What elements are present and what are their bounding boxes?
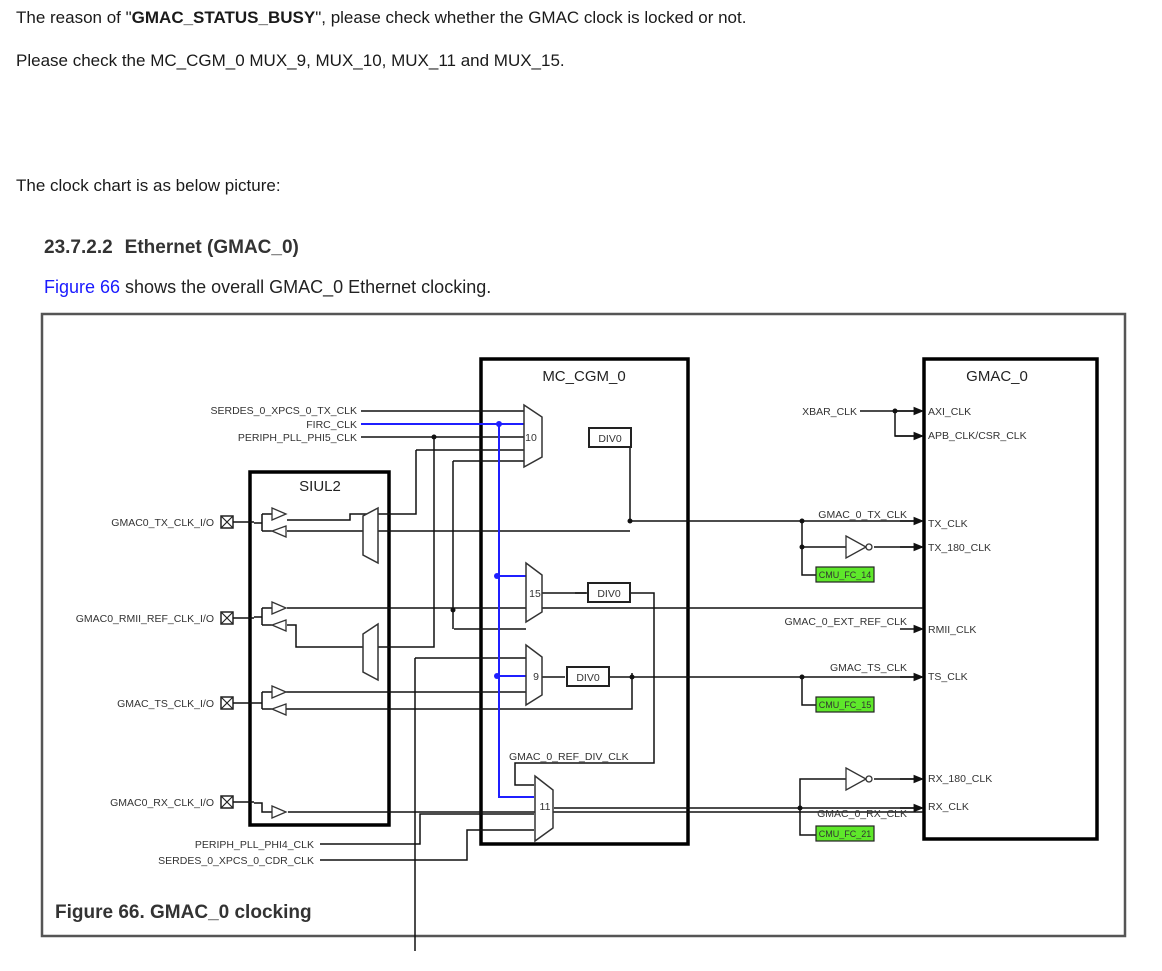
mux-number: 9 — [533, 671, 539, 683]
gmac-port: RX_180_CLK — [928, 773, 992, 785]
signal-label: GMAC_0_REF_DIV_CLK — [509, 751, 629, 763]
divider-label: DIV0 — [576, 672, 600, 684]
input-label: FIRC_CLK — [306, 419, 357, 431]
monitor-label: CMU_FC_15 — [819, 700, 872, 710]
muxes — [362, 403, 554, 843]
siul-mux-tx — [362, 506, 379, 565]
signal-label: XBAR_CLK — [802, 406, 857, 418]
intro-text: shows the overall GMAC_0 Ethernet clocki… — [120, 277, 492, 297]
divider-label: DIV0 — [597, 588, 621, 600]
mux-number: 15 — [529, 588, 541, 600]
pad-label: GMAC_TS_CLK_I/O — [117, 698, 214, 710]
gmac-title: GMAC_0 — [966, 368, 1028, 385]
status-code: GMAC_STATUS_BUSY — [131, 8, 316, 27]
firc-wires — [361, 423, 534, 798]
signal-label: GMAC_0_EXT_REF_CLK — [784, 616, 907, 628]
junction-dot — [494, 673, 500, 679]
figure-caption: Figure 66. GMAC_0 clocking — [55, 902, 312, 923]
input-label: PERIPH_PLL_PHI5_CLK — [238, 432, 357, 444]
mux-number: 10 — [525, 432, 537, 444]
mux-number: 11 — [540, 801, 551, 813]
figure-link[interactable]: Figure 66 — [44, 277, 121, 297]
section-number: 23.7.2.2 — [44, 237, 113, 258]
section-title: Ethernet (GMAC_0) — [124, 237, 299, 258]
input-label: SERDES_0_XPCS_0_TX_CLK — [211, 405, 358, 417]
gmac-port: RMII_CLK — [928, 624, 976, 636]
dividers — [566, 427, 632, 687]
input-label: PERIPH_PLL_PHI4_CLK — [195, 839, 314, 851]
gmac-port: AXI_CLK — [928, 406, 971, 418]
signal-label: GMAC_0_TX_CLK — [818, 509, 907, 521]
arrows — [895, 406, 925, 813]
junction-dot — [496, 421, 502, 427]
pad-label: GMAC0_RX_CLK_I/O — [110, 797, 214, 809]
mux-15 — [525, 561, 543, 624]
siul2-block — [248, 470, 391, 827]
wires — [254, 410, 923, 951]
signal-label: GMAC_TS_CLK — [830, 662, 907, 674]
chart-intro: The clock chart is as below picture: — [16, 176, 281, 195]
gmac-block — [922, 357, 1099, 841]
mc-cgm-block — [479, 357, 690, 846]
pad-label: GMAC0_RMII_REF_CLK_I/O — [76, 613, 214, 625]
mux-9 — [525, 643, 543, 707]
monitor-label: CMU_FC_21 — [819, 829, 872, 839]
mc-cgm-title: MC_CGM_0 — [542, 368, 625, 385]
gmac-port: TX_180_CLK — [928, 542, 991, 554]
text: ", please check whether the GMAC clock i… — [315, 8, 747, 27]
monitor-label: CMU_FC_14 — [819, 570, 872, 580]
text: The reason of " — [16, 8, 132, 27]
cmu-monitors — [815, 566, 875, 842]
pads — [220, 515, 254, 809]
mux-11 — [534, 774, 554, 843]
gmac-port: TX_CLK — [928, 518, 968, 530]
pad-label: GMAC0_TX_CLK_I/O — [111, 517, 214, 529]
gmac-port: RX_CLK — [928, 801, 969, 813]
mux-instruction: Please check the MC_CGM_0 MUX_9, MUX_10,… — [16, 51, 565, 70]
question-paragraph: The reason of "GMAC_STATUS_BUSY", please… — [16, 8, 746, 28]
inverters — [845, 534, 873, 792]
gmac-port: TS_CLK — [928, 671, 968, 683]
io-buffers — [270, 507, 288, 819]
mux-10 — [523, 403, 543, 469]
figure-frame — [40, 312, 1127, 938]
input-label: SERDES_0_XPCS_0_CDR_CLK — [158, 855, 314, 867]
gmac-port: APB_CLK/CSR_CLK — [928, 430, 1027, 442]
junctions — [431, 408, 898, 811]
section-heading: 23.7.2.2 Ethernet (GMAC_0) — [44, 237, 299, 259]
siul2-title: SIUL2 — [299, 478, 341, 495]
junction-dot — [494, 573, 500, 579]
divider-label: DIV0 — [598, 433, 622, 445]
siul-mux-rmii — [362, 622, 379, 682]
section-intro: Figure 66 shows the overall GMAC_0 Ether… — [44, 277, 491, 298]
signal-label: GMAC_0_RX_CLK — [817, 808, 907, 820]
